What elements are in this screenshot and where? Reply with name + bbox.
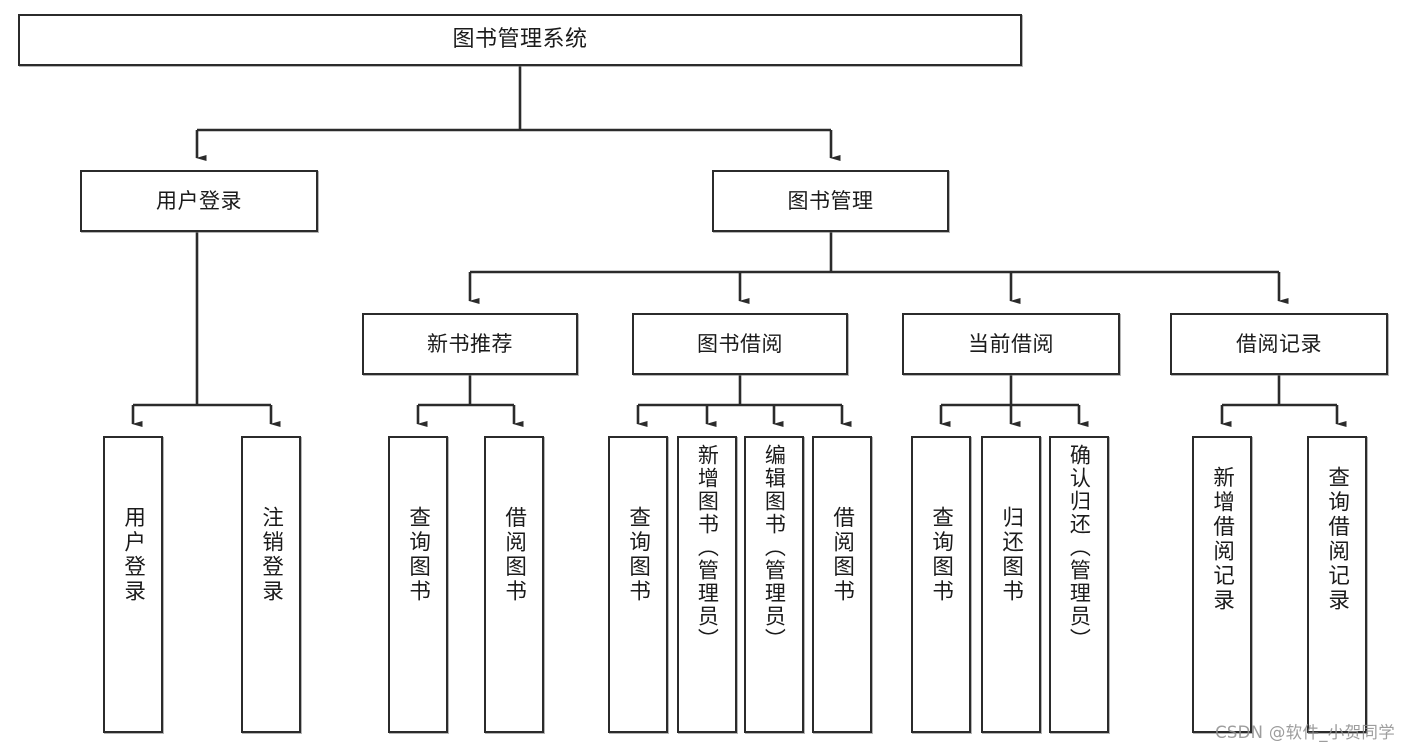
node-label: 借阅图书 (829, 506, 855, 604)
watermark-text: CSDN @软件_小贺同学 (1215, 723, 1395, 742)
node-leaf-query-book-1[interactable]: 查询图书 (388, 436, 448, 733)
node-leaf-query-book-2[interactable]: 查询图书 (608, 436, 668, 733)
node-leaf-user-login[interactable]: 用户登录 (103, 436, 163, 733)
node-leaf-logout[interactable]: 注销登录 (241, 436, 301, 733)
node-book-management[interactable]: 图书管理 (712, 170, 949, 232)
node-label: 查询图书 (625, 506, 651, 604)
node-leaf-add-record[interactable]: 新增借阅记录 (1192, 436, 1252, 733)
node-user-login[interactable]: 用户登录 (80, 170, 318, 232)
node-label: 图书借阅 (697, 331, 783, 356)
node-label: 图书管理 (787, 188, 874, 213)
node-label: 当前借阅 (968, 331, 1054, 356)
node-label: 借阅图书 (501, 506, 527, 604)
node-label: 新增借阅记录 (1209, 466, 1235, 613)
node-book-borrow[interactable]: 图书借阅 (632, 313, 848, 375)
node-label: 确认归还（管理员） (1067, 444, 1092, 651)
node-leaf-query-record[interactable]: 查询借阅记录 (1307, 436, 1367, 733)
node-borrow-record[interactable]: 借阅记录 (1170, 313, 1388, 375)
node-leaf-edit-book[interactable]: 编辑图书（管理员） (744, 436, 804, 733)
node-leaf-confirm-return[interactable]: 确认归还（管理员） (1049, 436, 1109, 733)
node-label: 借阅记录 (1236, 331, 1322, 356)
node-label: 查询图书 (405, 506, 431, 604)
node-leaf-borrow-book-2[interactable]: 借阅图书 (812, 436, 872, 733)
node-label: 用户登录 (156, 188, 242, 213)
node-leaf-return-book[interactable]: 归还图书 (981, 436, 1041, 733)
node-leaf-add-book[interactable]: 新增图书（管理员） (677, 436, 737, 733)
node-label: 归还图书 (998, 506, 1024, 604)
node-label: 编辑图书（管理员） (762, 444, 787, 651)
node-label: 用户登录 (120, 506, 146, 604)
node-label: 查询借阅记录 (1324, 466, 1350, 613)
node-root-system[interactable]: 图书管理系统 (18, 14, 1022, 66)
node-leaf-borrow-book-1[interactable]: 借阅图书 (484, 436, 544, 733)
node-current-borrow[interactable]: 当前借阅 (902, 313, 1120, 375)
node-new-book-recommend[interactable]: 新书推荐 (362, 313, 578, 375)
node-label: 新书推荐 (427, 331, 513, 356)
node-leaf-query-book-3[interactable]: 查询图书 (911, 436, 971, 733)
node-label: 图书管理系统 (452, 27, 588, 53)
node-label: 新增图书（管理员） (695, 444, 720, 651)
node-label: 注销登录 (258, 506, 284, 604)
node-label: 查询图书 (928, 506, 954, 604)
